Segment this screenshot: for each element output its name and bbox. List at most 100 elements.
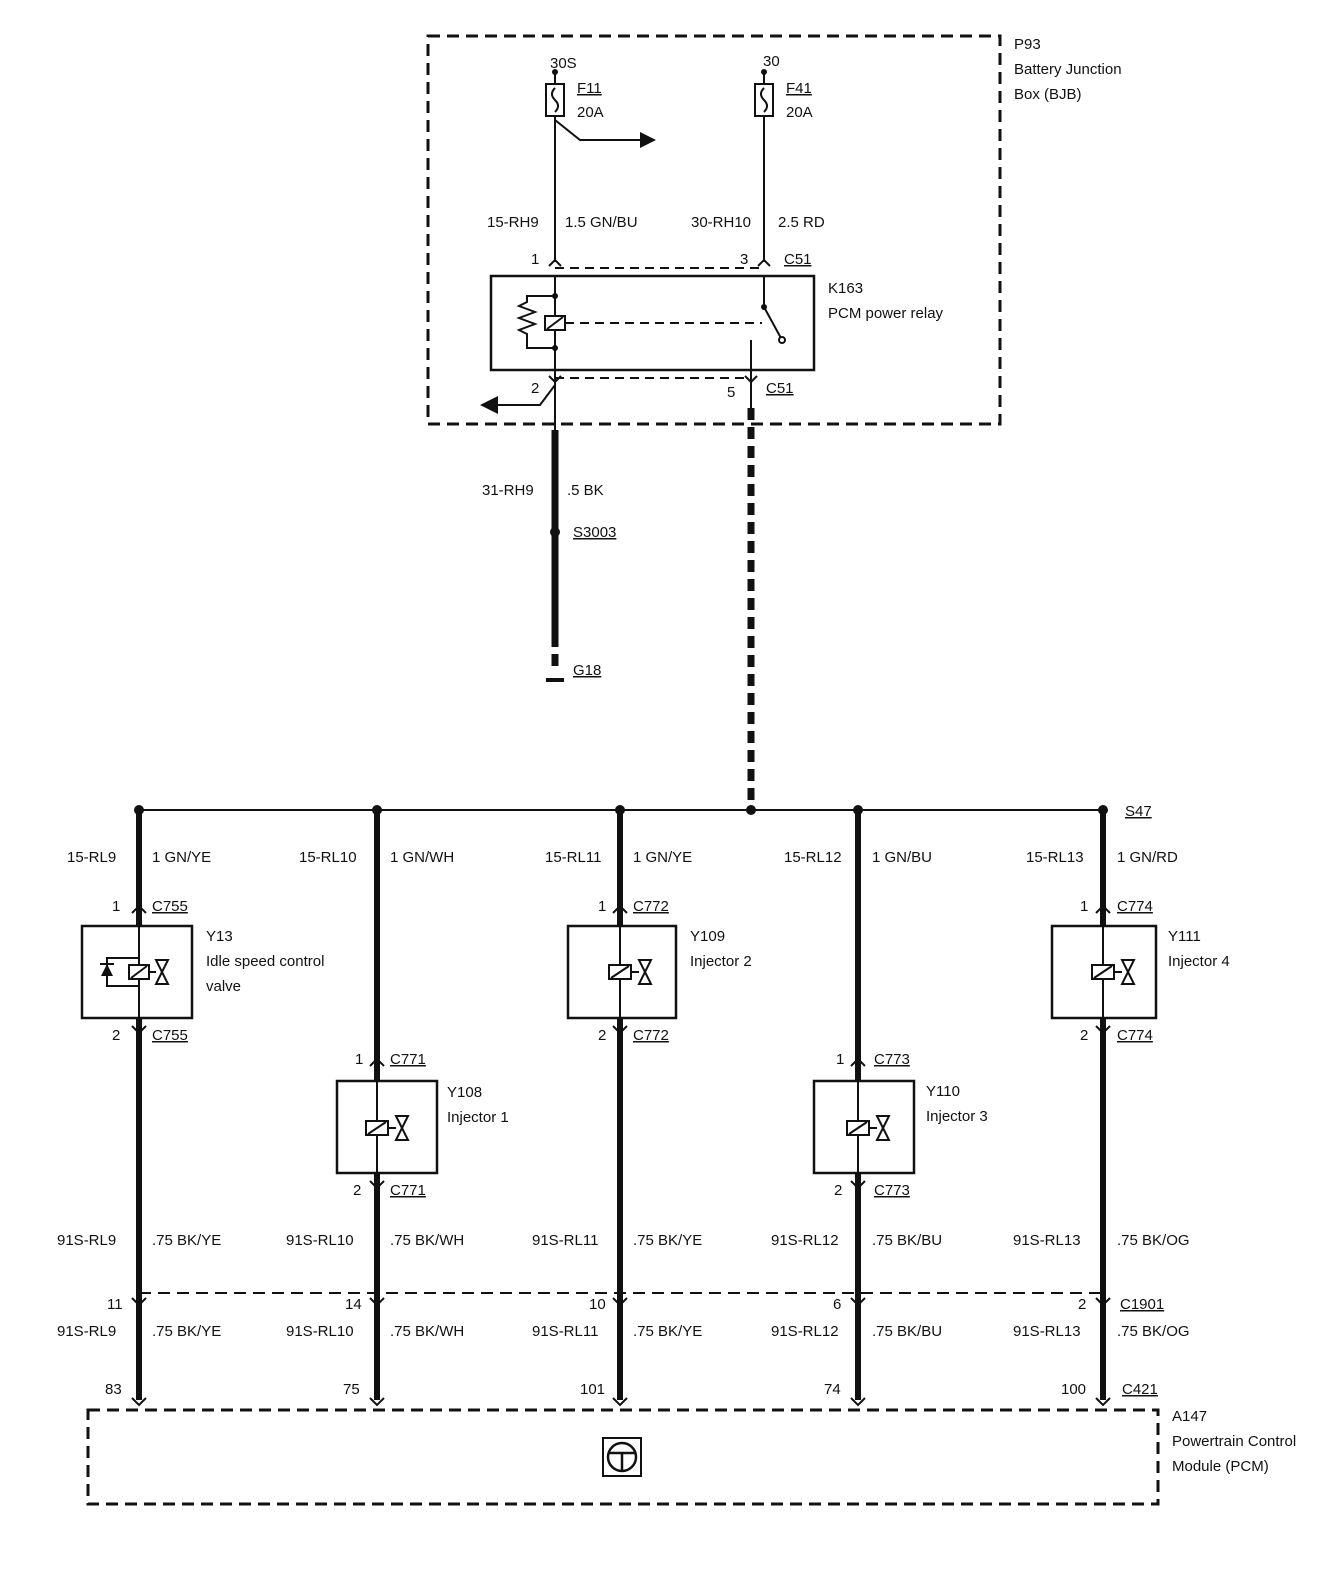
splice-dot-icon bbox=[746, 805, 756, 815]
fuse-f11-rating: 20A bbox=[577, 104, 604, 121]
fuse-f41-feed: 30 bbox=[763, 53, 780, 70]
out-circuit: 91S-RL11 bbox=[532, 1232, 598, 1249]
component-name-line1: Idle speed control bbox=[206, 953, 324, 970]
branch-circuit: 15-RL10 bbox=[299, 849, 357, 866]
branch-circuit: 15-RL11 bbox=[545, 849, 601, 866]
pin-chevron-icon bbox=[744, 375, 758, 384]
pin-top: 1 bbox=[355, 1051, 363, 1068]
out-circuit: 91S-RL13 bbox=[1013, 1232, 1081, 1249]
out-circuit-2: 91S-RL11 bbox=[532, 1323, 598, 1340]
pin-bottom: 2 bbox=[1080, 1027, 1088, 1044]
branch-circuit: 15-RL9 bbox=[67, 849, 116, 866]
ground-path: 31-RH9 .5 BK S3003 G18 bbox=[482, 430, 616, 682]
pcm-module: C421 A147 Powertrain Control Module (PCM… bbox=[86, 1381, 1296, 1506]
out-circuit: 91S-RL12 bbox=[771, 1232, 839, 1249]
c1901-pin: 14 bbox=[345, 1296, 362, 1313]
valve-icon bbox=[394, 1115, 410, 1141]
pin-chevron-icon bbox=[757, 258, 771, 267]
pcm-id: A147 bbox=[1172, 1408, 1207, 1425]
component-name-line1: Injector 4 bbox=[1168, 953, 1230, 970]
relay-id: K163 bbox=[828, 280, 863, 297]
pin-chevron-icon bbox=[548, 375, 562, 384]
arrow-left-icon bbox=[480, 396, 498, 414]
c1901-pin: 11 bbox=[107, 1296, 123, 1313]
left-circuit-label: 15-RH9 bbox=[487, 214, 539, 231]
pin-top: 1 bbox=[598, 898, 606, 915]
valve-icon bbox=[1120, 959, 1136, 985]
valve-icon bbox=[875, 1115, 891, 1141]
pin-bottom: 2 bbox=[834, 1182, 842, 1199]
out-wire-2: .75 BK/BU bbox=[872, 1323, 942, 1340]
fuse-f11-id: F11 bbox=[577, 80, 602, 97]
relay-connector-bottom: C51 bbox=[766, 380, 794, 397]
branch-y13: 15-RL9 1 GN/YE 1 C755 Y13 Idle speed con… bbox=[57, 805, 324, 1407]
inline-connector-c1901: C1901 bbox=[139, 1292, 1164, 1313]
out-circuit-2: 91S-RL12 bbox=[771, 1323, 839, 1340]
pcm-pin: 74 bbox=[824, 1381, 841, 1398]
pcm-pin: 100 bbox=[1061, 1381, 1086, 1398]
connector-bottom: C774 bbox=[1117, 1027, 1153, 1044]
relay-pin-5: 5 bbox=[727, 384, 735, 401]
right-wire-label: 2.5 RD bbox=[778, 214, 825, 231]
right-circuit-label: 30-RH10 bbox=[691, 214, 751, 231]
c1901-pin: 2 bbox=[1078, 1296, 1086, 1313]
pcm-name-line2: Module (PCM) bbox=[1172, 1458, 1269, 1475]
component-name-line1: Injector 3 bbox=[926, 1108, 988, 1125]
pcm-pin: 101 bbox=[580, 1381, 605, 1398]
component-id: Y108 bbox=[447, 1084, 482, 1101]
feed-terminal-icon bbox=[761, 69, 767, 75]
relay-pin-1: 1 bbox=[531, 251, 539, 268]
ground-id: G18 bbox=[573, 662, 601, 679]
fuse-f41: 30 F41 20A bbox=[754, 53, 813, 121]
out-circuit: 91S-RL10 bbox=[286, 1232, 354, 1249]
component-id: Y110 bbox=[926, 1083, 960, 1100]
component-name-line1: Injector 1 bbox=[447, 1109, 509, 1126]
pin-top: 1 bbox=[836, 1051, 844, 1068]
out-wire: .75 BK/YE bbox=[633, 1232, 702, 1249]
splice-bus-s47: S47 bbox=[139, 803, 1152, 820]
feed-terminal-icon bbox=[552, 69, 558, 75]
left-wire-label: 1.5 GN/BU bbox=[565, 214, 638, 231]
out-circuit-2: 91S-RL9 bbox=[57, 1323, 116, 1340]
bjb-outline bbox=[426, 34, 1002, 426]
branch-y111: 15-RL13 1 GN/RD 1 C774 Y111 Injector 4 2… bbox=[1013, 810, 1230, 1407]
ground-splice: S3003 bbox=[573, 524, 616, 541]
relay-pin-2: 2 bbox=[531, 380, 539, 397]
fuse-f41-id: F41 bbox=[786, 80, 812, 97]
bjb-name-line2: Box (BJB) bbox=[1014, 86, 1082, 103]
bjb-id: P93 bbox=[1014, 36, 1041, 53]
pin-top: 1 bbox=[112, 898, 120, 915]
relay-pin-3: 3 bbox=[740, 251, 748, 268]
relay-name: PCM power relay bbox=[828, 305, 944, 322]
fuse-f41-rating: 20A bbox=[786, 104, 813, 121]
branch-circuit: 15-RL12 bbox=[784, 849, 842, 866]
pcm-name-line1: Powertrain Control bbox=[1172, 1433, 1296, 1450]
branch-wire: 1 GN/YE bbox=[633, 849, 692, 866]
component-name-line1: Injector 2 bbox=[690, 953, 752, 970]
connector-top: C771 bbox=[390, 1051, 426, 1068]
fuse-f11: 30S F11 20A bbox=[545, 55, 604, 121]
relay-switch-icon bbox=[763, 306, 783, 341]
branch-wire: 1 GN/YE bbox=[152, 849, 211, 866]
out-wire-2: .75 BK/YE bbox=[152, 1323, 221, 1340]
relay-body bbox=[489, 274, 816, 372]
coil-resistor-icon bbox=[516, 295, 555, 349]
wire-branch-arrow bbox=[554, 119, 642, 141]
out-circuit-2: 91S-RL13 bbox=[1013, 1323, 1081, 1340]
diode-icon bbox=[101, 964, 113, 976]
pcm-outline bbox=[86, 1408, 1160, 1506]
branch-y108: 15-RL10 1 GN/WH 1 C771 Y108 Injector 1 2… bbox=[286, 805, 509, 1407]
c1901-pin: 10 bbox=[589, 1296, 606, 1313]
branch-wire: 1 GN/BU bbox=[872, 849, 932, 866]
branch-y110: 15-RL12 1 GN/BU 1 C773 Y110 Injector 3 2… bbox=[771, 805, 988, 1407]
inline-connector-label: C1901 bbox=[1120, 1296, 1164, 1313]
c1901-pin: 6 bbox=[833, 1296, 841, 1313]
pin-bottom: 2 bbox=[353, 1182, 361, 1199]
pin-chevron-icon bbox=[548, 258, 562, 267]
branch-wire: 1 GN/WH bbox=[390, 849, 454, 866]
valve-icon bbox=[154, 959, 170, 985]
arrow-right-icon bbox=[640, 132, 656, 148]
splice-dot-icon bbox=[550, 527, 560, 537]
fuse-f11-feed: 30S bbox=[550, 55, 577, 72]
